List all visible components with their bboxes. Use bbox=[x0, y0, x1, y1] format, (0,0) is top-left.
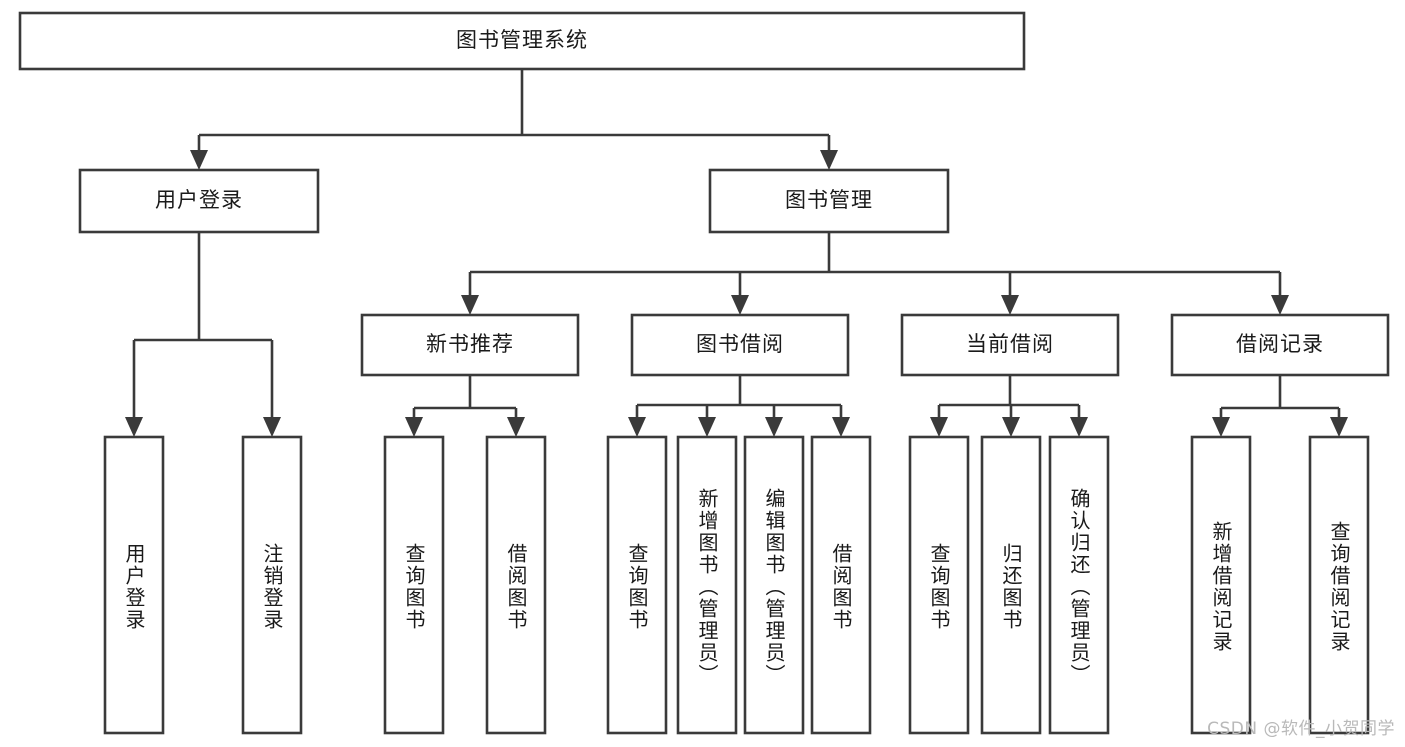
arrow-head-icon bbox=[820, 150, 838, 170]
node-box-leaf-edit-book[interactable] bbox=[743, 435, 805, 735]
node-box-leaf-borrow-book[interactable] bbox=[810, 435, 872, 735]
arrow-head-icon bbox=[125, 417, 143, 437]
node-box-leaf-logout-login[interactable] bbox=[241, 435, 303, 735]
arrow-head-icon bbox=[930, 417, 948, 437]
arrow-head-icon bbox=[698, 417, 716, 437]
node-box-leaf-return-book[interactable] bbox=[980, 435, 1042, 735]
arrow-head-icon bbox=[1001, 295, 1019, 315]
node-box-current-borrow[interactable] bbox=[900, 313, 1120, 377]
node-box-leaf-query-book-rec[interactable] bbox=[383, 435, 445, 735]
node-box-layer bbox=[18, 11, 1390, 735]
arrow-head-icon bbox=[832, 417, 850, 437]
node-box-new-book-recommend[interactable] bbox=[360, 313, 580, 377]
arrow-head-icon bbox=[461, 295, 479, 315]
arrow-head-icon bbox=[405, 417, 423, 437]
node-box-leaf-borrow-book-rec[interactable] bbox=[485, 435, 547, 735]
arrow-head-icon bbox=[628, 417, 646, 437]
arrow-head-icon bbox=[507, 417, 525, 437]
node-box-leaf-confirm-return[interactable] bbox=[1048, 435, 1110, 735]
node-box-user-login[interactable] bbox=[78, 168, 320, 234]
node-box-leaf-query-book-current[interactable] bbox=[908, 435, 970, 735]
node-box-leaf-query-borrow-record[interactable] bbox=[1308, 435, 1370, 735]
arrow-head-icon bbox=[1330, 417, 1348, 437]
arrow-head-icon bbox=[765, 417, 783, 437]
arrow-head-layer bbox=[125, 150, 1348, 437]
node-box-root[interactable] bbox=[18, 11, 1026, 71]
node-box-leaf-add-book[interactable] bbox=[676, 435, 738, 735]
node-box-leaf-query-book-borrow[interactable] bbox=[606, 435, 668, 735]
arrow-head-icon bbox=[1070, 417, 1088, 437]
watermark-text: CSDN @软件_小贺同学 bbox=[1207, 719, 1395, 739]
node-box-book-borrow[interactable] bbox=[630, 313, 850, 377]
node-box-leaf-user-login[interactable] bbox=[103, 435, 165, 735]
arrow-head-icon bbox=[731, 295, 749, 315]
node-box-leaf-add-borrow-record[interactable] bbox=[1190, 435, 1252, 735]
arrow-head-icon bbox=[1212, 417, 1230, 437]
node-box-borrow-record[interactable] bbox=[1170, 313, 1390, 377]
node-box-book-manage[interactable] bbox=[708, 168, 950, 234]
arrow-head-icon bbox=[1002, 417, 1020, 437]
arrow-head-icon bbox=[1271, 295, 1289, 315]
arrow-head-icon bbox=[263, 417, 281, 437]
arrow-head-icon bbox=[190, 150, 208, 170]
